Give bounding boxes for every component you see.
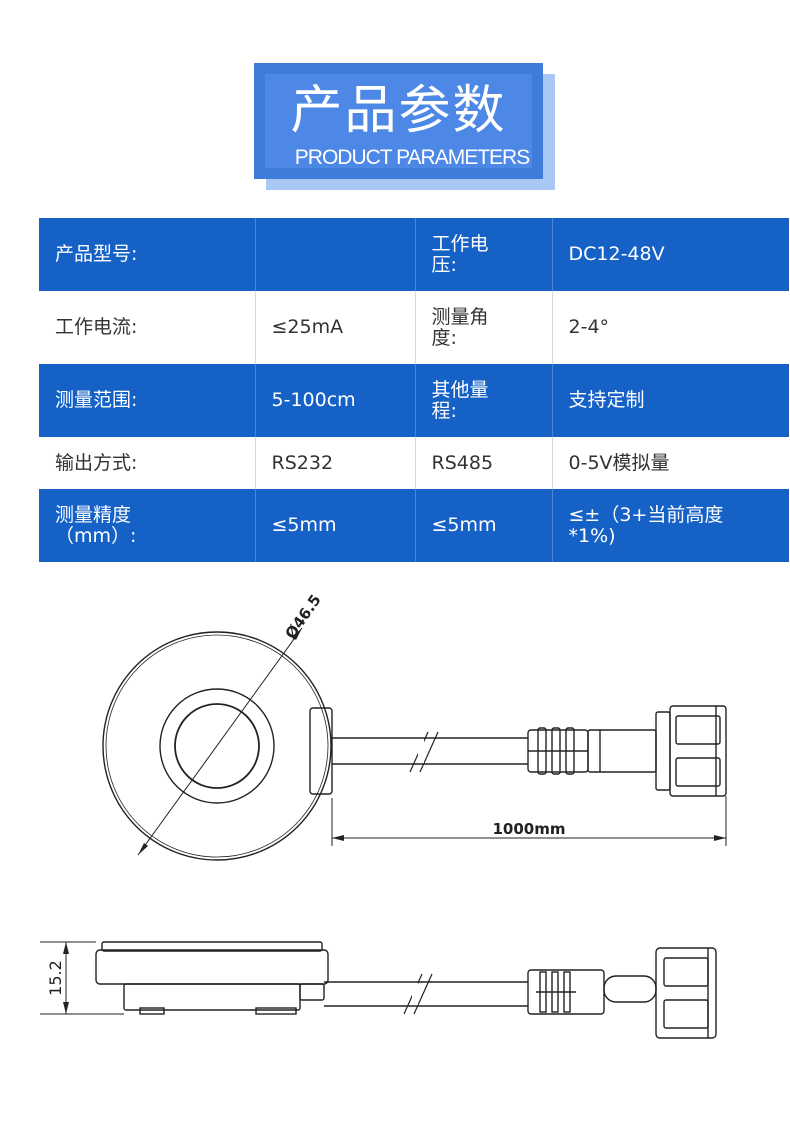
diameter-label: Ø46.5: [282, 591, 325, 642]
table-row: 产品型号: 工作电压: DC12-48V: [39, 218, 789, 291]
side-view: [40, 941, 717, 1039]
spec-table: 产品型号: 工作电压: DC12-48V 工作电流: ≤25mA 测量角度: 2…: [39, 218, 789, 562]
table-cell: 0-5V模拟量: [552, 437, 789, 489]
height-label: 15.2: [46, 960, 65, 996]
sensor-side-body: [95, 949, 329, 985]
table-cell: 测量角度:: [415, 291, 553, 364]
table-row: 输出方式: RS232 RS485 0-5V模拟量: [39, 437, 789, 489]
table-cell: 工作电压:: [415, 218, 553, 291]
table-row: 测量范围: 5-100cm 其他量程: 支持定制: [39, 364, 789, 437]
table-row: 工作电流: ≤25mA 测量角度: 2-4°: [39, 291, 789, 364]
table-cell: ≤5mm: [415, 489, 553, 562]
side-connector-plug: [603, 975, 657, 1003]
sensor-side-base: [123, 983, 301, 1011]
table-cell: 支持定制: [552, 364, 789, 437]
table-cell: [255, 218, 416, 291]
sensor-outer-body: [102, 631, 332, 861]
table-cell: 产品型号:: [39, 218, 256, 291]
diameter-dimension-line: [137, 627, 303, 856]
table-cell: DC12-48V: [552, 218, 789, 291]
connector-clip: [669, 705, 727, 797]
sensor-transducer: [174, 703, 260, 789]
table-cell: 测量范围:: [39, 364, 256, 437]
table-cell: 工作电流:: [39, 291, 256, 364]
table-cell: RS485: [415, 437, 553, 489]
header-badge-inner: [265, 74, 532, 168]
connector-body: [587, 729, 657, 773]
table-cell: 输出方式:: [39, 437, 256, 489]
side-connector-clip: [655, 947, 717, 1039]
table-cell: 2-4°: [552, 291, 789, 364]
table-cell: RS232: [255, 437, 416, 489]
cable-length-label: 1000mm: [492, 820, 565, 838]
page-title: 产品参数: [290, 81, 507, 141]
top-view: [102, 627, 727, 861]
page-subtitle: PRODUCT PARAMETERS: [294, 146, 530, 169]
table-cell: ≤±（3+当前高度*1%): [552, 489, 789, 562]
table-cell: ≤5mm: [255, 489, 416, 562]
table-cell: 5-100cm: [255, 364, 416, 437]
table-cell: 其他量程:: [415, 364, 553, 437]
table-cell: ≤25mA: [255, 291, 416, 364]
table-cell: 测量精度（mm）:: [39, 489, 256, 562]
table-row: 测量精度（mm）: ≤5mm ≤5mm ≤±（3+当前高度*1%): [39, 489, 789, 562]
sensor-face-ring: [159, 688, 275, 804]
